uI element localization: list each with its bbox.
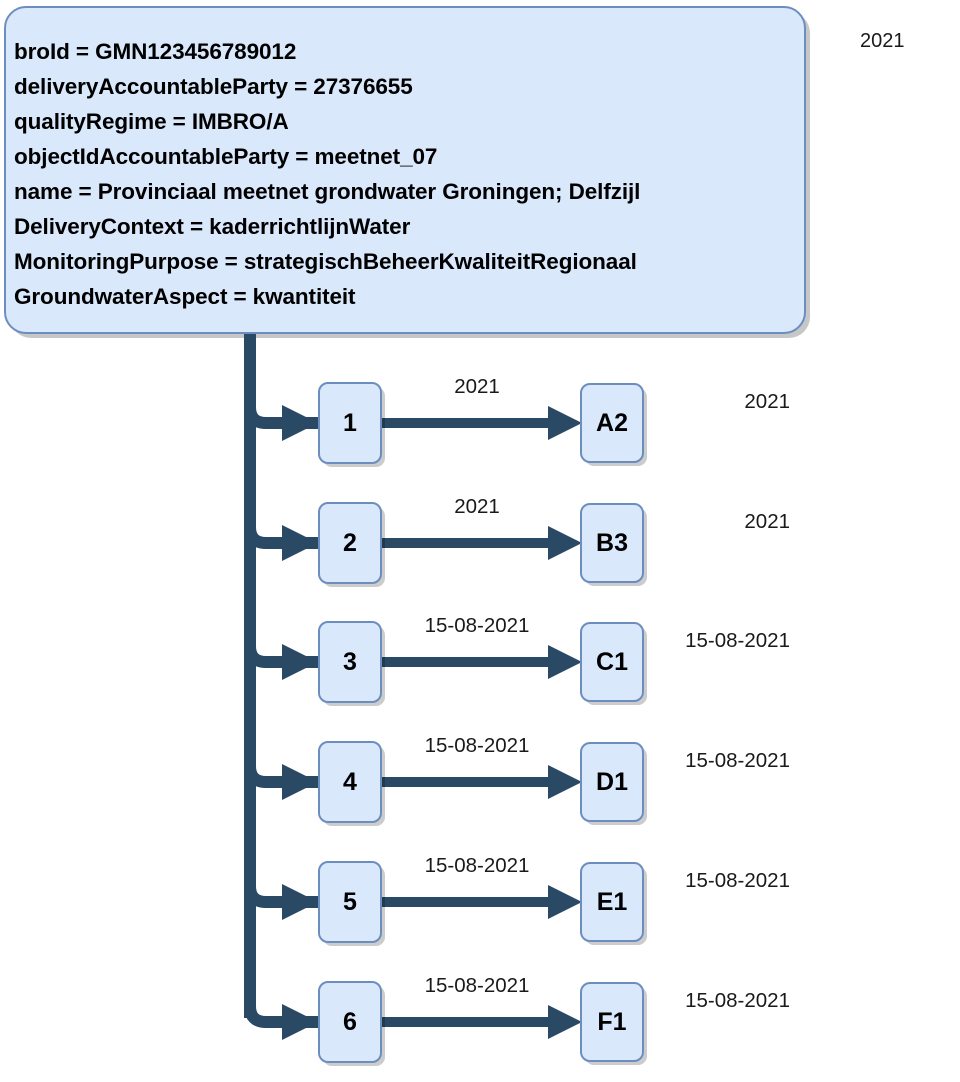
right-node-box[interactable]: E1 — [580, 862, 644, 942]
left-node-box[interactable]: 5 — [318, 861, 382, 943]
attribute-line-groundwateraspect: GroundwaterAspect = kwantiteit — [14, 284, 356, 309]
diagram-row: 3 15-08-2021 C1 15-08-2021 — [0, 602, 960, 722]
diagram-row: 2 2021 B3 2021 — [0, 483, 960, 603]
attribute-line-qualityregime: qualityRegime = IMBRO/A — [14, 109, 289, 134]
edge-date-label: 15-08-2021 — [424, 734, 530, 757]
diagram-row: 4 15-08-2021 D1 15-08-2021 — [0, 722, 960, 842]
row-connector-graphics — [244, 644, 582, 680]
row-date-label: 2021 — [744, 510, 790, 533]
left-node-box[interactable]: 1 — [318, 382, 382, 464]
row-connector-graphics — [244, 1004, 582, 1040]
row-connector-graphics — [244, 884, 582, 920]
row-date-label: 15-08-2021 — [685, 749, 790, 772]
row-date-label: 2021 — [744, 390, 790, 413]
diagram-row: 5 15-08-2021 E1 15-08-2021 — [0, 842, 960, 962]
diagram-row: 6 15-08-2021 F1 15-08-2021 — [0, 962, 960, 1082]
corner-year-label: 2021 — [860, 30, 905, 52]
edge-date-label: 2021 — [454, 495, 500, 518]
edge-date-label: 15-08-2021 — [424, 614, 530, 637]
attribute-line-monitoringpurpose: MonitoringPurpose = strategischBeheerKwa… — [14, 249, 637, 274]
right-node-box[interactable]: B3 — [580, 503, 644, 583]
edge-date-label: 15-08-2021 — [424, 854, 530, 877]
edge-date-label: 2021 — [454, 375, 500, 398]
left-node-box[interactable]: 2 — [318, 502, 382, 584]
left-node-box[interactable]: 3 — [318, 621, 382, 703]
row-date-label: 15-08-2021 — [685, 989, 790, 1012]
left-node-box[interactable]: 6 — [318, 981, 382, 1063]
trunk-connector-line — [244, 334, 256, 1018]
left-node-box[interactable]: 4 — [318, 741, 382, 823]
row-connector-graphics — [244, 764, 582, 800]
row-connector-graphics — [244, 525, 582, 561]
edge-date-label: 15-08-2021 — [424, 974, 530, 997]
attribute-line-deliveryaccountableparty: deliveryAccountableParty = 27376655 — [14, 74, 413, 99]
attribute-line-broid: broId = GMN123456789012 — [14, 39, 297, 64]
gmn-attributes-box[interactable]: broId = GMN123456789012 deliveryAccounta… — [4, 6, 806, 334]
row-date-label: 15-08-2021 — [685, 629, 790, 652]
right-node-box[interactable]: D1 — [580, 742, 644, 822]
attribute-line-name: name = Provinciaal meetnet grondwater Gr… — [14, 179, 641, 204]
right-node-box[interactable]: A2 — [580, 383, 644, 463]
row-date-label: 15-08-2021 — [685, 869, 790, 892]
right-node-box[interactable]: F1 — [580, 982, 644, 1062]
right-node-box[interactable]: C1 — [580, 622, 644, 702]
row-connector-graphics — [244, 399, 582, 441]
attribute-line-deliverycontext: DeliveryContext = kaderrichtlijnWater — [14, 214, 411, 239]
attribute-line-objectidaccountableparty: objectIdAccountableParty = meetnet_07 — [14, 144, 438, 169]
diagram-row: 1 2021 A2 2021 — [0, 363, 960, 483]
